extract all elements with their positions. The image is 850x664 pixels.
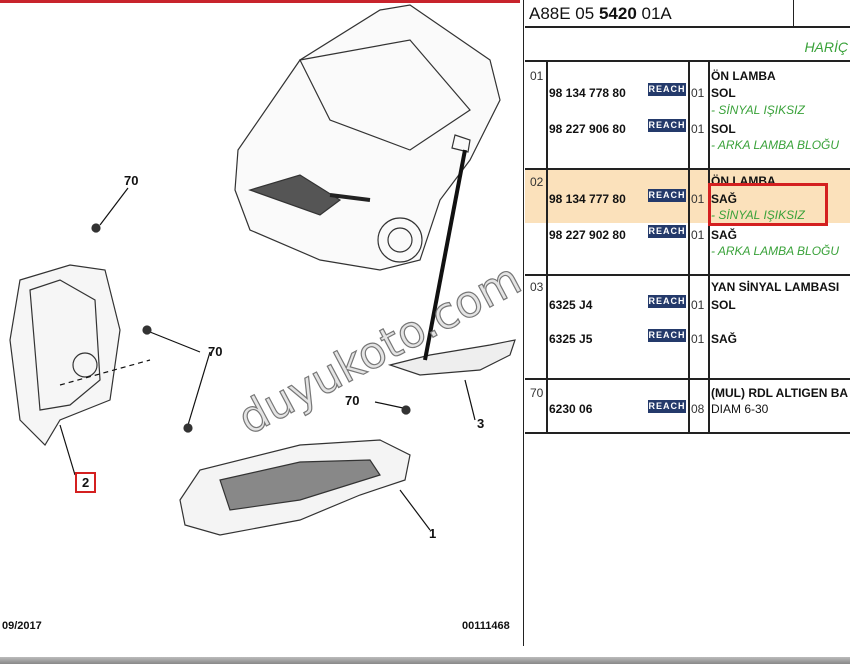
car-illustration: [234, 4, 501, 271]
item-number: 02: [530, 175, 544, 189]
reach-badge: REACH: [648, 119, 686, 132]
side: SAĞ: [711, 192, 738, 206]
catalog-code: A88E 05 5420 01A: [529, 4, 672, 23]
callout-1[interactable]: 1: [429, 526, 437, 541]
drawing-number: 00111468: [462, 620, 510, 632]
bottom-scrollbar[interactable]: [0, 657, 850, 664]
part-ref[interactable]: 98 227 906 80: [549, 122, 626, 136]
side: SAĞ: [711, 332, 738, 346]
item-number: 03: [530, 280, 544, 294]
reach-badge: REACH: [648, 189, 686, 202]
part-title: YAN SİNYAL LAMBASI: [711, 280, 840, 294]
part-note: - SİNYAL IŞIKSIZ: [711, 103, 805, 117]
item-number: 01: [530, 69, 544, 83]
side: SOL: [711, 122, 736, 136]
callout-70-c: 70: [345, 393, 360, 408]
callout-3[interactable]: 3: [477, 416, 485, 431]
part-note: - SİNYAL IŞIKSIZ: [711, 208, 805, 222]
table-header: A88E 05 5420 01A: [525, 0, 850, 28]
side: SOL: [711, 86, 736, 100]
side: SAĞ: [711, 228, 738, 242]
side: SOL: [711, 298, 736, 312]
screws: [91, 223, 411, 433]
highlight-box: [708, 183, 828, 226]
part-ref[interactable]: 6230 06: [549, 402, 593, 416]
part-ref[interactable]: 98 227 902 80: [549, 228, 626, 242]
callout-2[interactable]: 2: [75, 472, 97, 493]
table-row[interactable]: [525, 276, 850, 380]
top-accent-line: [0, 0, 520, 3]
qty: 08: [691, 402, 705, 416]
side-signal-lamp: [387, 339, 516, 376]
exclusion-label: HARİÇ: [525, 28, 850, 62]
table-row[interactable]: [525, 62, 850, 170]
side: DIAM 6-30: [711, 402, 769, 416]
front-lamp-lower: [179, 439, 411, 536]
reach-badge: REACH: [648, 400, 686, 413]
qty: 01: [691, 298, 705, 312]
part-title: (MUL) RDL ALTIGEN BA: [711, 386, 849, 400]
table-row[interactable]: [525, 170, 850, 276]
diagram-date: 09/2017: [2, 620, 42, 632]
item-number: 70: [530, 386, 544, 400]
qty: 01: [691, 228, 705, 242]
parts-diagram: [9, 4, 516, 536]
qty: 01: [691, 192, 705, 206]
reach-badge: REACH: [648, 225, 686, 238]
reach-badge: REACH: [648, 329, 686, 342]
leader-lines: [59, 149, 476, 531]
part-note: - ARKA LAMBA BLOĞU: [711, 138, 840, 152]
callout-70-b: 70: [208, 344, 223, 359]
part-ref[interactable]: 98 134 778 80: [549, 86, 626, 100]
qty: 01: [691, 122, 705, 136]
part-note: - ARKA LAMBA BLOĞU: [711, 244, 840, 258]
part-ref[interactable]: 6325 J5: [549, 332, 593, 346]
part-ref[interactable]: 98 134 777 80: [549, 192, 626, 206]
highlighted-row-band: [525, 170, 850, 223]
parts-table: 01 ÖN LAMBA 98 134 778 80 REACH 01 SOL -…: [525, 62, 850, 434]
part-ref[interactable]: 6325 J4: [549, 298, 593, 312]
qty: 01: [691, 332, 705, 346]
callout-70-a: 70: [124, 173, 139, 188]
reach-badge: REACH: [648, 83, 686, 96]
qty: 01: [691, 86, 705, 100]
part-title: ÖN LAMBA: [711, 69, 776, 83]
reach-badge: REACH: [648, 295, 686, 308]
front-lamp-left: [9, 264, 121, 446]
panel-divider: [523, 0, 524, 646]
